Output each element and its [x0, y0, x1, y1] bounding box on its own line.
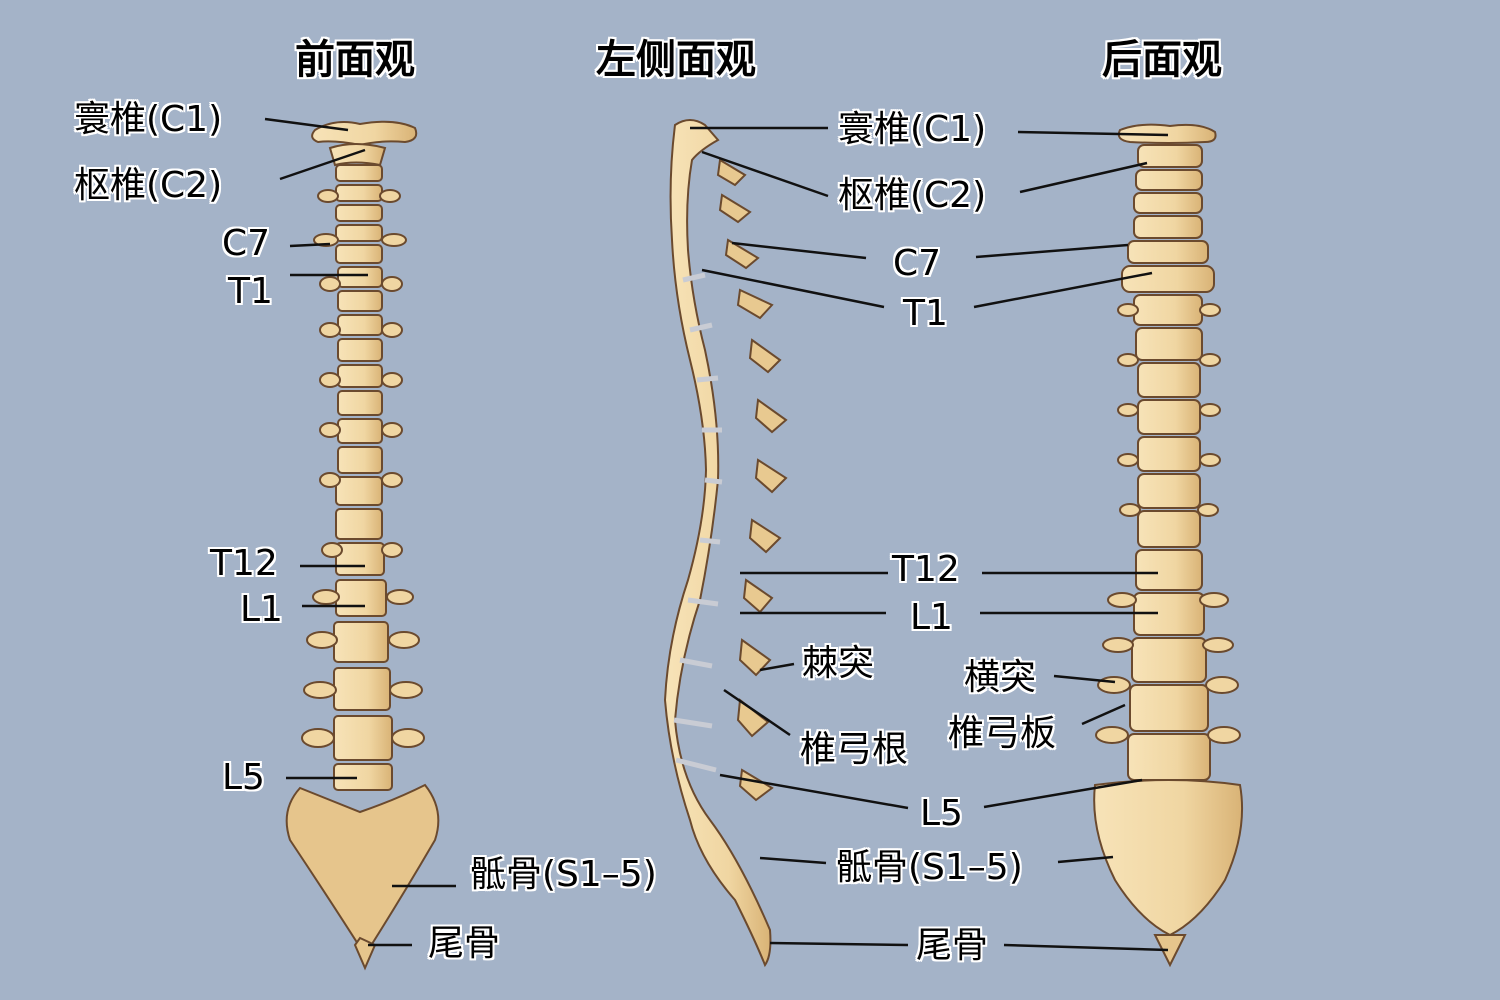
title-left-side-view: 左侧面观: [596, 37, 756, 83]
label-front-sacrum: 骶骨(S1–5): [470, 854, 657, 895]
label-side-l1: L1: [910, 597, 953, 638]
label-side-sacrum: 骶骨(S1–5): [836, 847, 1023, 888]
label-front-coccyx: 尾骨: [428, 923, 501, 964]
label-side-c1: 寰椎(C1): [838, 109, 987, 150]
label-side-l5: L5: [920, 793, 963, 834]
leader-lines: [264, 117, 1169, 952]
label-side-t1: T1: [903, 293, 948, 334]
label-spinous-process: 棘突: [802, 643, 875, 684]
label-front-t12: T12: [210, 543, 278, 584]
label-side-c2: 枢椎(C2): [838, 175, 987, 216]
label-side-c7: C7: [893, 243, 942, 284]
title-front-view: 前面观: [295, 37, 415, 83]
label-side-coccyx: 尾骨: [916, 925, 989, 966]
label-front-c2: 枢椎(C2): [74, 165, 223, 206]
title-back-view: 后面观: [1102, 37, 1222, 83]
label-front-l1: L1: [240, 589, 283, 630]
side-view-spine: [663, 119, 788, 968]
label-side-t12: T12: [892, 549, 960, 590]
front-view-spine: [285, 120, 440, 971]
label-front-l5: L5: [222, 757, 265, 798]
label-front-c7: C7: [222, 223, 271, 264]
label-front-t1: T1: [228, 271, 273, 312]
back-view-spine: [1093, 123, 1244, 968]
label-transverse-process: 横突: [964, 657, 1037, 698]
label-lamina: 椎弓板: [948, 713, 1057, 754]
label-pedicle: 椎弓根: [800, 729, 909, 770]
label-front-c1: 寰椎(C1): [74, 99, 223, 140]
